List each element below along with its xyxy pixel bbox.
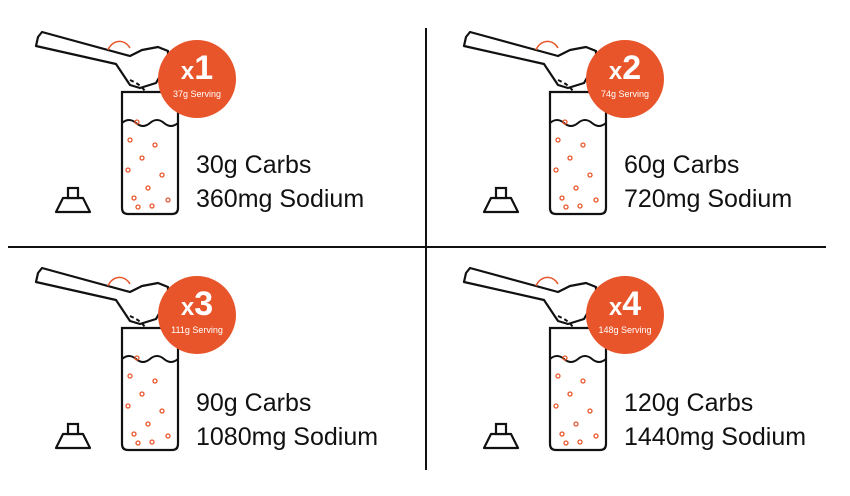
sodium-label: 1080mg Sodium <box>196 423 379 451</box>
bottle-cap-icon <box>482 422 520 450</box>
bottle-icon <box>120 326 180 452</box>
bottle-cap-icon <box>482 186 520 214</box>
carbs-label: 120g Carbs <box>624 389 754 417</box>
scoop-icon <box>34 30 170 90</box>
serving-multiplier-badge: x1 37g Serving <box>158 40 236 118</box>
carbs-label: 90g Carbs <box>196 389 312 417</box>
carbs-label: 60g Carbs <box>624 151 740 179</box>
serving-panel-4: x4 148g Serving 120g Carbs 1440mg Sodium <box>458 266 850 496</box>
nutrition-facts: 30g Carbs 360mg Sodium <box>196 148 364 216</box>
serving-multiplier-badge: x3 111g Serving <box>158 276 236 354</box>
bottle-icon <box>548 326 608 452</box>
sodium-label: 1440mg Sodium <box>624 423 807 451</box>
horizontal-divider <box>8 246 826 248</box>
nutrition-facts: 120g Carbs 1440mg Sodium <box>624 386 806 454</box>
scoop-icon <box>462 266 598 326</box>
serving-panel-2: x2 74g Serving 60g Carbs 720mg Sodium <box>458 30 850 260</box>
scoop-icon <box>34 266 170 326</box>
serving-multiplier-badge: x2 74g Serving <box>586 40 664 118</box>
nutrition-facts: 60g Carbs 720mg Sodium <box>624 148 792 216</box>
bottle-icon <box>120 90 180 216</box>
multiplier-label: x4 <box>608 285 642 323</box>
bottle-cap-icon <box>54 186 92 214</box>
serving-multiplier-badge: x4 148g Serving <box>586 276 664 354</box>
serving-panel-1: x1 37g Serving 30g Carbs 360mg Sodium <box>30 30 430 260</box>
vertical-divider <box>425 28 427 470</box>
bottle-icon <box>548 90 608 216</box>
carbs-label: 30g Carbs <box>196 151 312 179</box>
multiplier-label: x1 <box>180 49 214 87</box>
serving-size-label: 148g Serving <box>598 325 652 335</box>
serving-size-label: 74g Serving <box>600 89 650 99</box>
serving-panel-3: x3 111g Serving 90g Carbs 1080mg Sodium <box>30 266 430 496</box>
serving-illustration <box>462 30 608 216</box>
sodium-label: 720mg Sodium <box>624 185 793 213</box>
nutrition-facts: 90g Carbs 1080mg Sodium <box>196 386 378 454</box>
serving-size-label: 111g Serving <box>171 325 223 335</box>
multiplier-label: x2 <box>608 49 642 87</box>
scoop-icon <box>462 30 598 90</box>
serving-size-label: 37g Serving <box>172 89 222 99</box>
serving-illustration <box>462 266 608 452</box>
serving-illustration <box>34 30 180 216</box>
bottle-cap-icon <box>54 422 92 450</box>
multiplier-label: x3 <box>180 285 214 323</box>
sodium-label: 360mg Sodium <box>196 185 365 213</box>
